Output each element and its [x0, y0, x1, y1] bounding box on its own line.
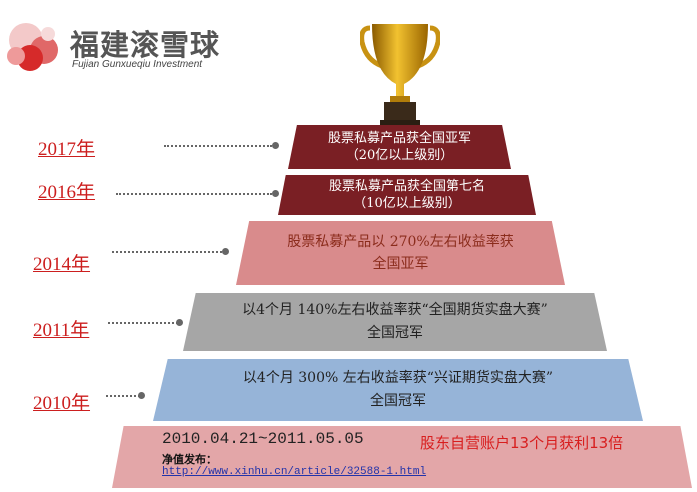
base-link[interactable]: http://www.xinhu.cn/article/32588-1.html	[162, 466, 427, 478]
leader-dot-2011	[176, 319, 183, 326]
tier-2017-line2: （20亿以上级别）	[345, 148, 454, 163]
tier-2011-line2: 全国冠军	[367, 325, 423, 341]
tier-2014: 股票私募产品以 270%左右收益率获 全国亚军	[236, 221, 565, 285]
trophy-icon	[360, 24, 440, 125]
leader-2016	[116, 193, 272, 195]
year-label-2011: 2011年	[33, 320, 90, 341]
tier-2010-line1: 以4个月 300% 左右收益率获“兴证期货实盘大赛”	[242, 370, 554, 386]
leader-dot-2016	[272, 190, 279, 197]
tier-2016: 股票私募产品获全国第七名 （10亿以上级别）	[278, 175, 536, 215]
tier-2010-line2: 全国冠军	[370, 393, 426, 409]
logo-circles-icon	[7, 23, 58, 71]
leader-dot-2010	[138, 392, 145, 399]
logo-subtitle: Fujian Gunxueqiu Investment	[72, 59, 203, 70]
year-label-2010: 2010年	[33, 393, 91, 414]
base-note: 净值发布：	[162, 453, 217, 466]
logo-title: 福建滚雪球	[70, 28, 221, 62]
leader-2014	[112, 251, 222, 253]
tier-2016-line2: （10亿以上级别）	[353, 196, 461, 211]
tier-2011: 以4个月 140%左右收益率获“全国期货实盘大赛” 全国冠军	[183, 293, 607, 351]
tier-2016-line1: 股票私募产品获全国第七名	[328, 179, 485, 194]
tier-2011-line1: 以4个月 140%左右收益率获“全国期货实盘大赛”	[242, 302, 548, 318]
tier-2017-line1: 股票私募产品获全国亚军	[327, 131, 471, 146]
leader-2011	[108, 322, 178, 324]
leader-2017	[164, 145, 272, 147]
year-label-2017: 2017年	[38, 139, 96, 160]
tier-2017: 股票私募产品获全国亚军 （20亿以上级别）	[288, 125, 511, 169]
leader-2010	[106, 395, 140, 397]
leader-dot-2017	[272, 142, 279, 149]
tier-2014-line1: 股票私募产品以 270%左右收益率获	[287, 234, 514, 250]
tier-base	[112, 426, 692, 488]
year-label-2014: 2014年	[33, 254, 91, 275]
base-highlight: 股东自营账户13个月获利13倍	[420, 434, 624, 452]
leader-dot-2014	[222, 248, 229, 255]
base-date-range: 2010.04.21~2011.05.05	[162, 430, 364, 448]
tier-2014-line2: 全国亚军	[372, 256, 429, 272]
year-label-2016: 2016年	[38, 182, 96, 203]
tier-2010: 以4个月 300% 左右收益率获“兴证期货实盘大赛” 全国冠军	[153, 359, 643, 421]
